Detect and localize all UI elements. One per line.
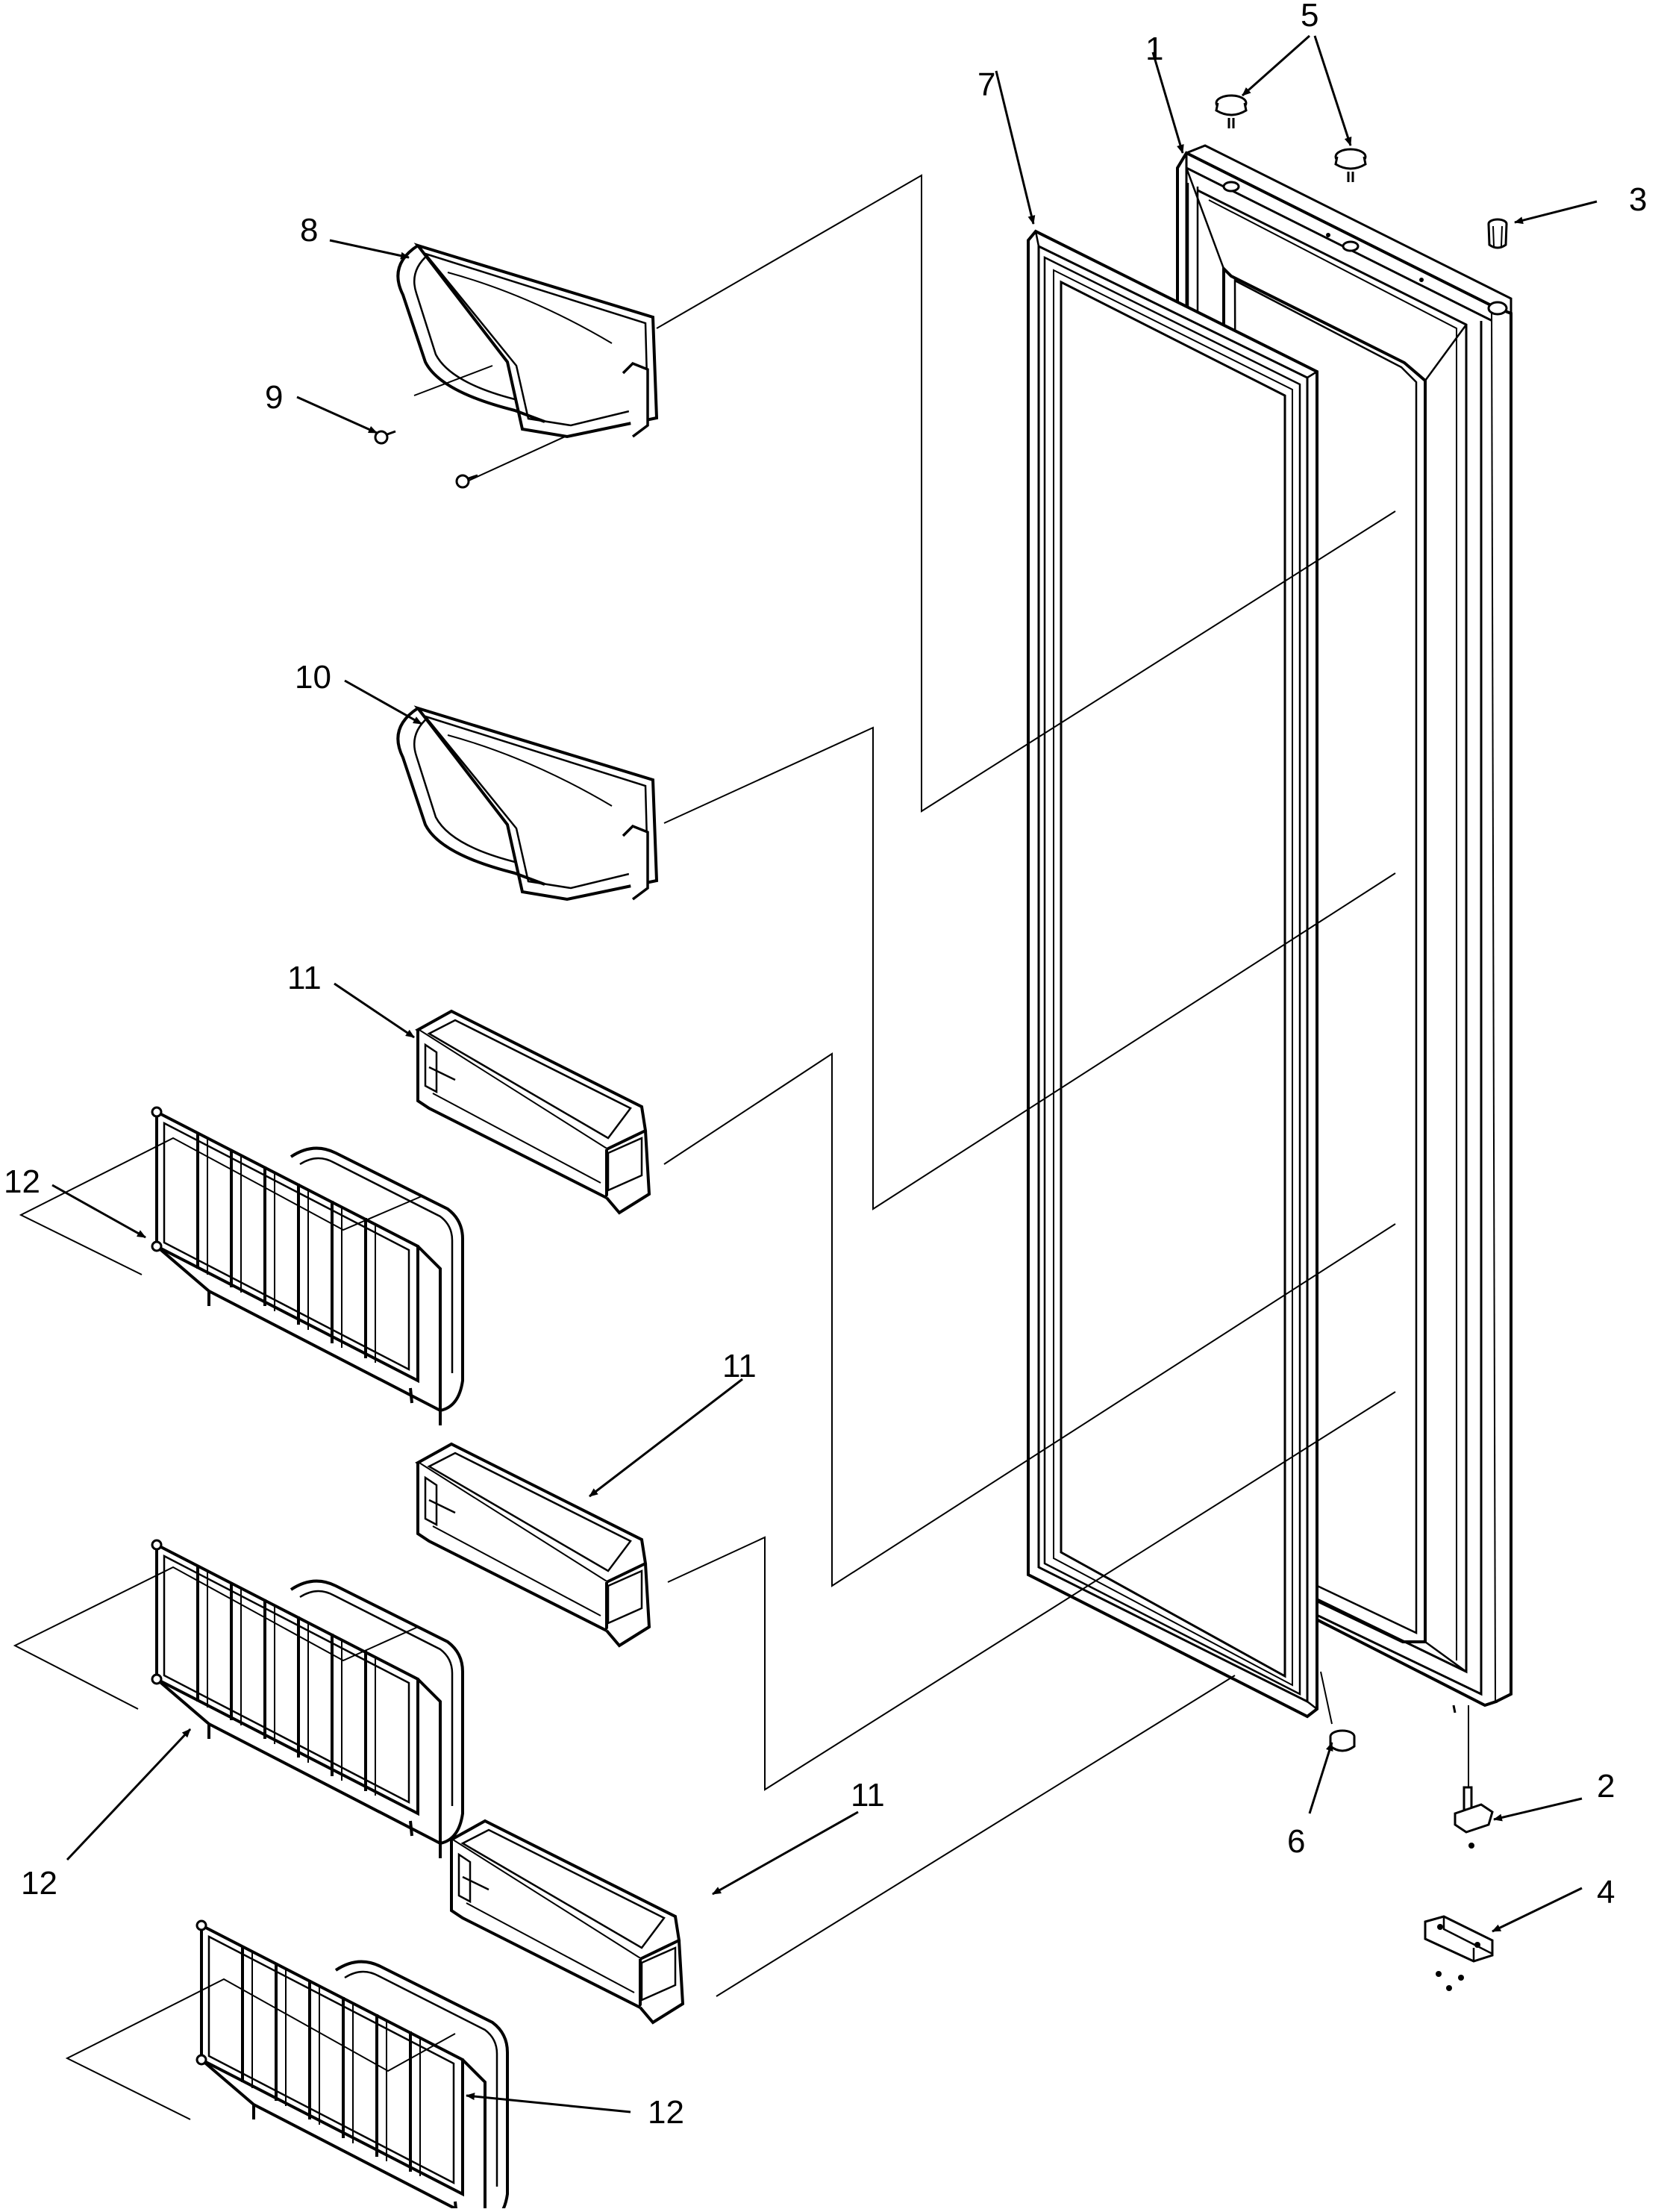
callout-11-upper: 11 — [287, 960, 322, 996]
bottom-hinge-pin — [1454, 1705, 1494, 1849]
callout-9: 9 — [265, 379, 283, 416]
callout-4: 4 — [1597, 1874, 1615, 1910]
hinge-plug-right — [1334, 148, 1367, 182]
wire-basket-lower[interactable] — [195, 1919, 509, 2212]
screw-a — [374, 430, 396, 445]
hinge-plug-left — [1215, 94, 1248, 128]
door-stop-bumper — [1320, 1671, 1356, 1752]
callout-11-middle: 11 — [722, 1348, 757, 1384]
wire-basket-middle[interactable] — [151, 1539, 464, 1860]
door-bin-part-11-upper[interactable] — [416, 1010, 651, 1214]
callout-7: 7 — [977, 66, 995, 103]
callout-5: 5 — [1301, 0, 1318, 34]
callout-8: 8 — [300, 212, 318, 249]
callout-2: 2 — [1597, 1768, 1615, 1805]
callout-12-lower: 12 — [648, 2094, 684, 2131]
door-gasket — [1027, 229, 1318, 1719]
callout-arrows — [51, 34, 1598, 2113]
door-bin-part-11-lower[interactable] — [450, 1819, 684, 2024]
door-bin-part-8[interactable] — [374, 244, 658, 489]
wire-basket-upper[interactable] — [151, 1106, 464, 1427]
callout-3: 3 — [1629, 181, 1647, 218]
door-bin-part-11-middle[interactable] — [416, 1443, 651, 1647]
callout-6: 6 — [1287, 1823, 1305, 1860]
door-bin-part-10[interactable] — [396, 707, 658, 901]
callout-labels: 1 2 3 4 5 6 7 8 9 10 11 11 11 12 12 12 — [4, 0, 1647, 2131]
callout-12-upper: 12 — [4, 1163, 40, 1200]
door-hardware — [1215, 94, 1508, 1991]
hinge-bushing — [1487, 218, 1508, 249]
screw-b — [455, 474, 478, 489]
callout-10: 10 — [295, 659, 331, 696]
callout-11-lower: 11 — [851, 1777, 885, 1813]
callout-12-middle: 12 — [21, 1865, 57, 1902]
bottom-hinge-bracket — [1424, 1915, 1494, 1991]
callout-1: 1 — [1145, 31, 1163, 67]
